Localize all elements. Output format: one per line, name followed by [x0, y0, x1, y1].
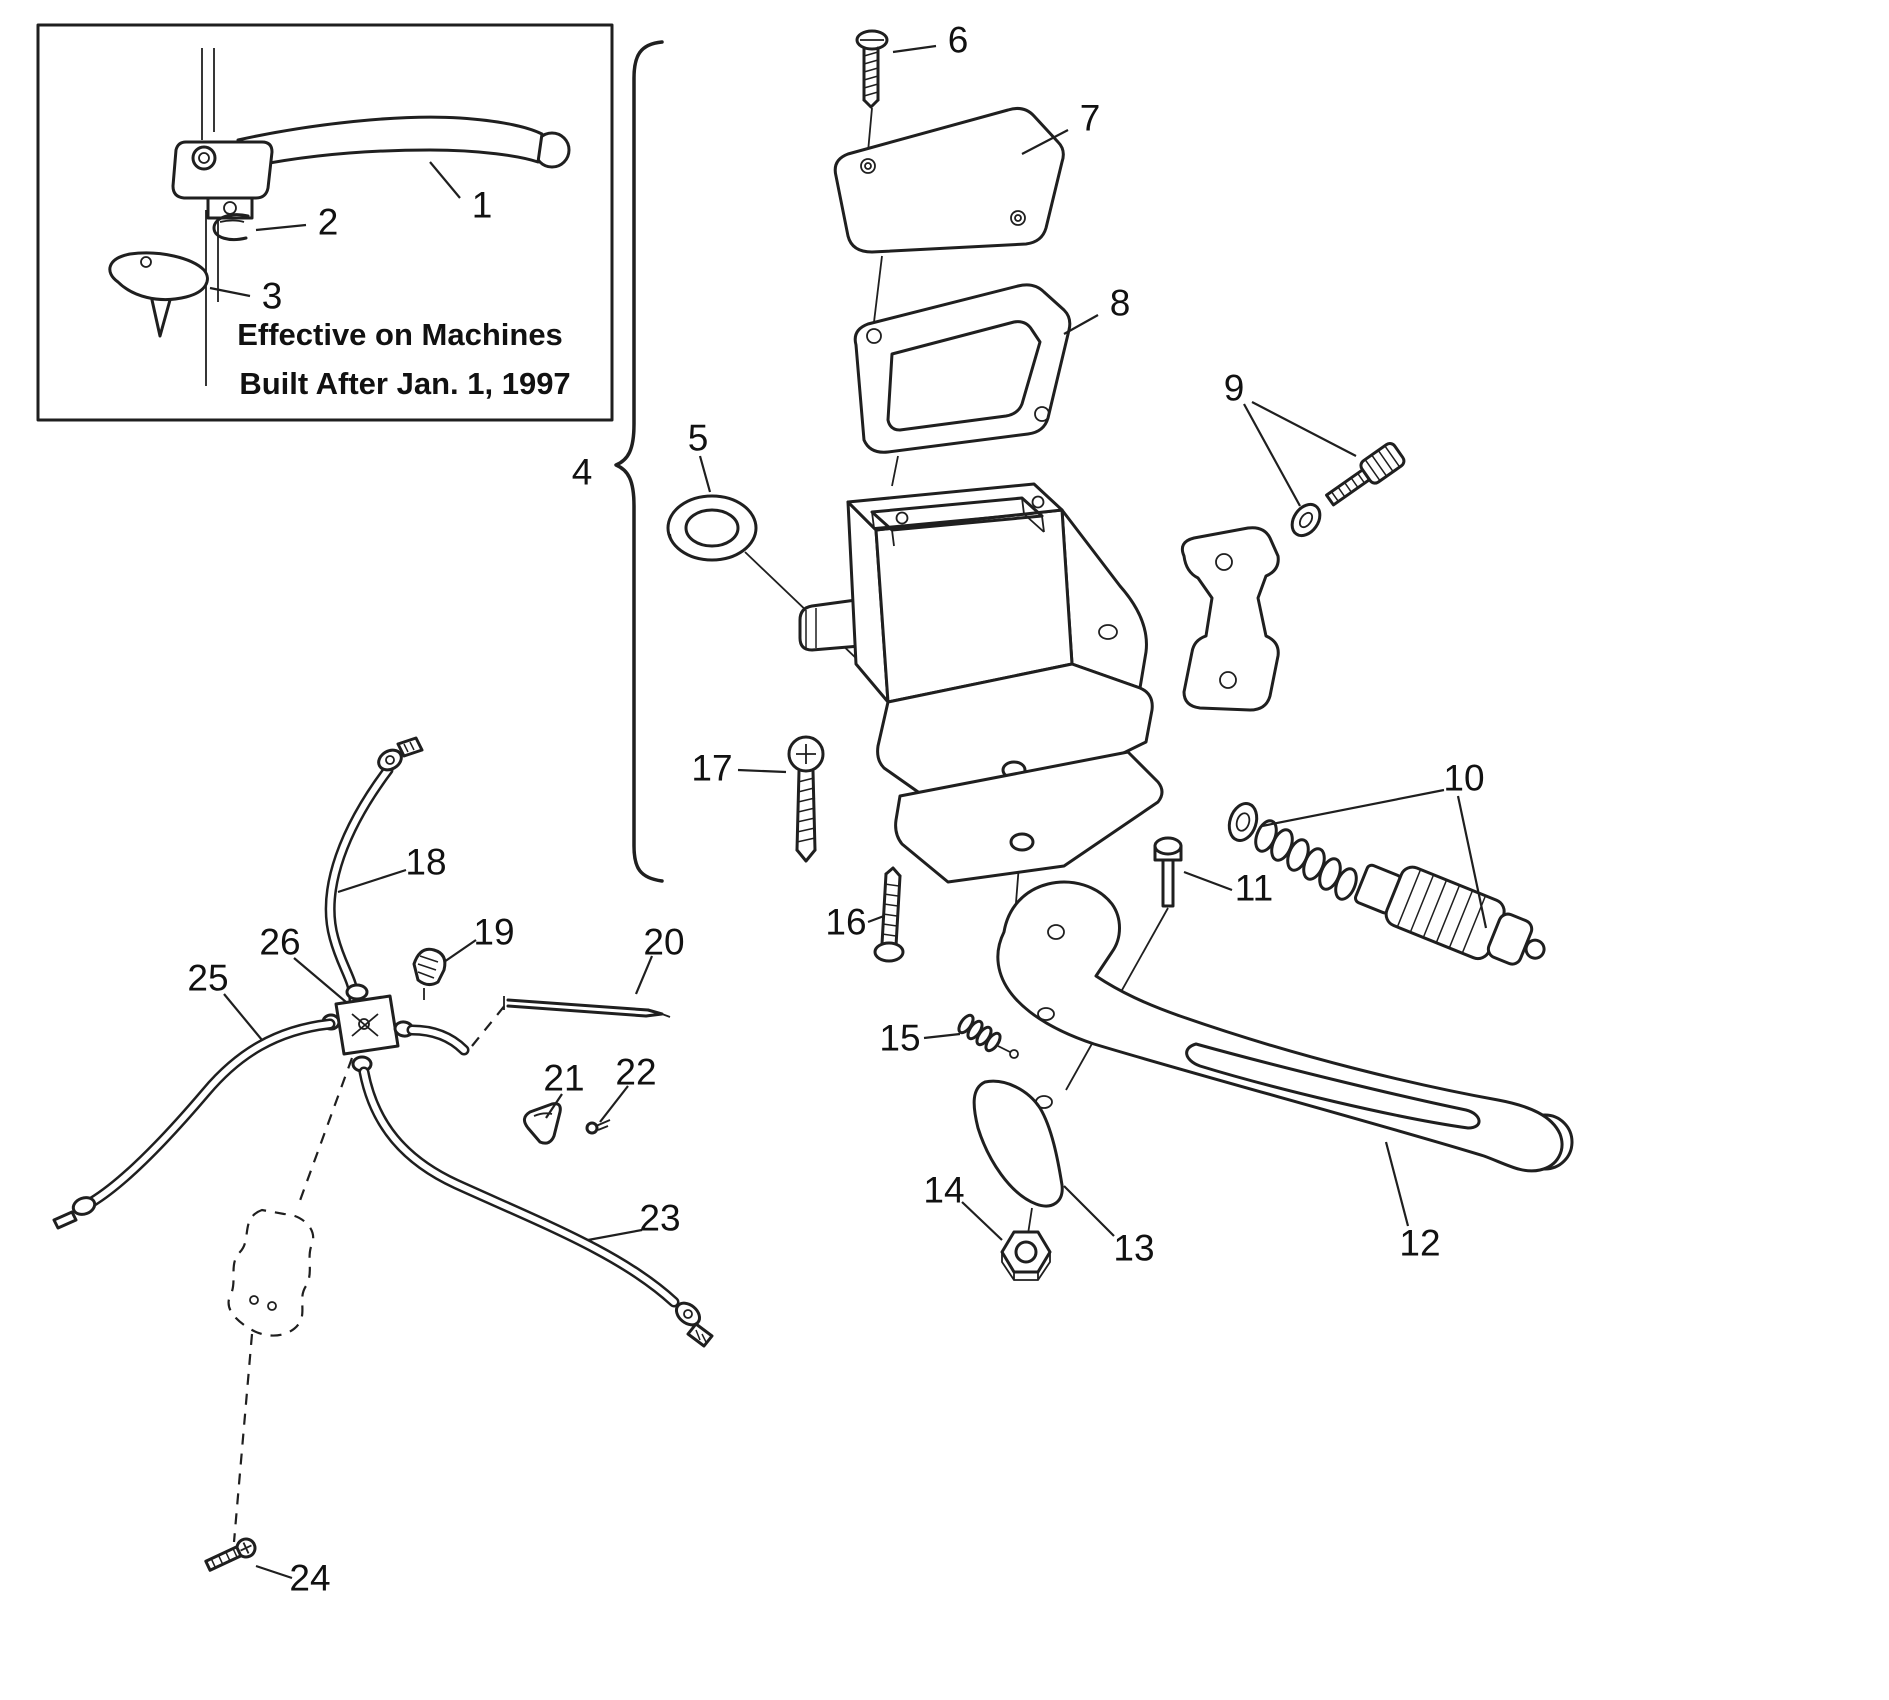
callout-label-23: 23	[639, 1198, 680, 1239]
callout-label-18: 18	[405, 842, 446, 883]
callout-label-15: 15	[879, 1018, 920, 1059]
inset-thumb-piece	[108, 251, 209, 338]
seal-ring	[666, 494, 758, 562]
callout-leader-5	[698, 455, 712, 493]
callout-label-2: 2	[318, 202, 339, 243]
callout-label-21: 21	[543, 1058, 584, 1099]
pivot-bolt	[1153, 836, 1183, 908]
outlet-fitting	[412, 947, 447, 1000]
callout-leader-17	[737, 768, 787, 774]
callout-label-22: 22	[615, 1052, 656, 1093]
piston-spring	[1254, 819, 1358, 901]
brake-lever-perch	[996, 880, 1574, 1173]
rod-route-line	[471, 1003, 507, 1047]
callout-leader-2	[255, 223, 307, 232]
callout-leader-25	[223, 993, 263, 1041]
callout-label-7: 7	[1080, 98, 1101, 139]
hidden-route-line-2	[232, 1333, 254, 1543]
clamp-screw	[1325, 442, 1406, 507]
frame-screw	[204, 1537, 257, 1572]
callout-leader-21	[545, 1093, 563, 1119]
lever-pivot-block	[171, 140, 274, 200]
inset-note-line2: Built After Jan. 1, 1997	[239, 366, 570, 401]
lever-adjuster	[206, 196, 254, 220]
piston-washer	[1227, 801, 1259, 843]
frame-bracket-hidden	[227, 1208, 315, 1337]
brake-hose-lower	[358, 1066, 714, 1348]
callout-leader-10	[1261, 788, 1445, 828]
callout-label-24: 24	[289, 1558, 330, 1599]
callout-leader-9	[1251, 401, 1357, 457]
callout-label-4: 4	[572, 452, 593, 493]
callout-leader-12	[1384, 1141, 1410, 1227]
callout-leader-10	[1456, 795, 1488, 929]
spacer-plate	[894, 750, 1164, 884]
callout-leader-19	[443, 939, 477, 963]
callout-label-14: 14	[923, 1170, 964, 1211]
reservoir-cover	[833, 107, 1065, 254]
clip-screw	[585, 1119, 611, 1135]
mounting-screw	[787, 735, 825, 863]
brake-hose-upper	[324, 736, 424, 1006]
callout-label-8: 8	[1110, 283, 1131, 324]
callout-leader-23	[587, 1228, 643, 1242]
callout-leader-20	[634, 955, 654, 995]
callout-label-16: 16	[825, 902, 866, 943]
lever-slot	[1185, 1042, 1481, 1130]
hidden-route-line	[296, 1057, 354, 1207]
callout-label-25: 25	[187, 958, 228, 999]
inset-brake-lever	[171, 115, 571, 220]
callout-label-3: 3	[262, 276, 283, 317]
junction-outlet-tube	[406, 1024, 470, 1056]
junction-block	[321, 983, 415, 1073]
inset-note-line1: Effective on Machines	[237, 317, 563, 352]
callout-leader-15	[923, 1032, 961, 1040]
callout-label-17: 17	[691, 748, 732, 789]
callout-leader-14	[961, 1201, 1003, 1241]
callout-label-5: 5	[688, 418, 709, 459]
cover-screw	[855, 29, 889, 109]
mounting-stud	[873, 866, 905, 963]
callout-label-10: 10	[1443, 758, 1484, 799]
hex-nut	[1000, 1230, 1052, 1281]
callout-leader-18	[337, 868, 407, 894]
clamp-bracket	[1180, 526, 1280, 712]
callout-leader-24	[255, 1564, 293, 1580]
callout-leader-26	[293, 957, 347, 1003]
cam-lever	[972, 1079, 1064, 1208]
bleed-rod	[503, 996, 671, 1018]
callout-leader-22	[599, 1085, 629, 1123]
piston	[1354, 863, 1546, 966]
callout-leader-9	[1243, 403, 1301, 507]
callout-leader-16	[867, 914, 885, 924]
callout-leader-6	[892, 44, 937, 54]
callout-label-26: 26	[259, 922, 300, 963]
hose-clip	[523, 1102, 562, 1145]
callout-label-12: 12	[1399, 1223, 1440, 1264]
callout-label-13: 13	[1113, 1228, 1154, 1269]
callout-leader-11	[1183, 870, 1233, 892]
clamp-washer	[1290, 502, 1322, 538]
inset-box-border	[36, 23, 614, 422]
callout-leader-8	[1063, 314, 1099, 335]
callout-leader-13	[1063, 1185, 1115, 1237]
brake-hose-left	[52, 1018, 336, 1230]
inset-box-group: Effective on Machines Built After Jan. 1…	[36, 23, 614, 422]
callout-label-20: 20	[643, 922, 684, 963]
callout-leader-3	[209, 286, 251, 298]
callout-label-6: 6	[948, 20, 969, 61]
callout-label-9: 9	[1224, 368, 1245, 409]
reservoir-gasket	[853, 283, 1072, 454]
inset-clip	[212, 213, 250, 242]
callout-leader-1	[429, 161, 461, 199]
master-cylinder-body	[798, 482, 1164, 884]
callout-label-1: 1	[472, 185, 493, 226]
callout-label-11: 11	[1235, 868, 1273, 909]
lever-spring	[957, 1013, 1019, 1059]
group-bracket	[614, 40, 664, 883]
callout-leader-7	[1021, 129, 1069, 155]
callout-label-19: 19	[473, 912, 514, 953]
